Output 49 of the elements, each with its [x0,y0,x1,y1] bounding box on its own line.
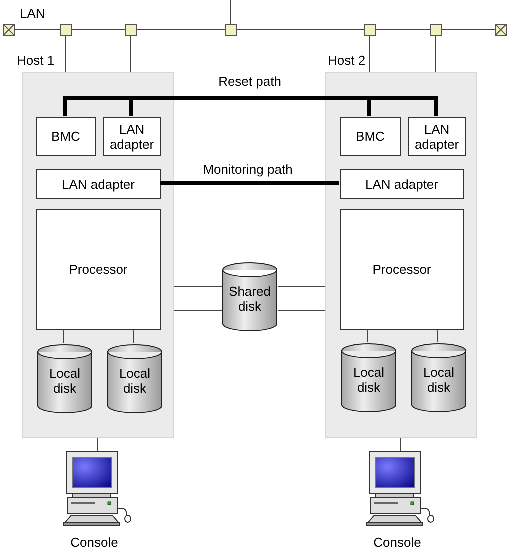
connector-line [174,286,222,288]
connector-line [174,310,222,312]
node-label: Local disk [422,365,456,395]
node-label: Local disk [118,366,152,396]
component-box [340,169,464,199]
node-label: LAN adapter [61,176,136,192]
disk-cylinder [222,262,278,332]
lan-connector [364,24,376,36]
lan-connector [225,24,237,36]
disk-cylinder [37,344,93,414]
node-label: Local disk [48,366,82,396]
thick-connector [63,96,438,118]
lan-connector [430,24,442,36]
node-label: LAN adapter [108,122,156,152]
processor-box [340,209,464,330]
disk-cylinder [411,343,467,413]
lan-connector [125,24,137,36]
node-label: Local disk [352,365,386,395]
disk-cylinder [341,343,397,413]
connector-line [278,310,326,312]
component-box [408,117,466,156]
node-label: BMC [355,129,386,144]
node-label: Processor [68,262,129,277]
node-label: BMC [50,129,82,144]
connector-line [400,438,402,452]
connector-line [278,286,326,288]
node-label: Shared disk [228,284,272,314]
lan-terminator [495,24,507,36]
disk-cylinder [107,344,163,414]
connector-line [130,36,132,72]
component-box [36,169,161,199]
console-label: Console [372,535,422,550]
lan-terminator [3,24,15,36]
processor-box [36,209,161,330]
lan-connector [60,24,72,36]
console-label: Console [70,535,120,550]
component-box [340,117,401,156]
host-heading: Host 2 [328,53,366,68]
edge-label: Reset path [216,74,284,89]
node-label: LAN adapter [364,176,440,192]
edge-label: Monitoring path [201,162,295,177]
component-box [36,117,96,156]
thick-connector [160,181,339,185]
network-label: LAN [20,6,46,21]
node-label: LAN adapter [414,122,460,152]
connector-line [230,0,232,24]
host-heading: Host 1 [17,53,55,68]
node-label: Processor [372,262,432,277]
component-box [103,117,161,156]
